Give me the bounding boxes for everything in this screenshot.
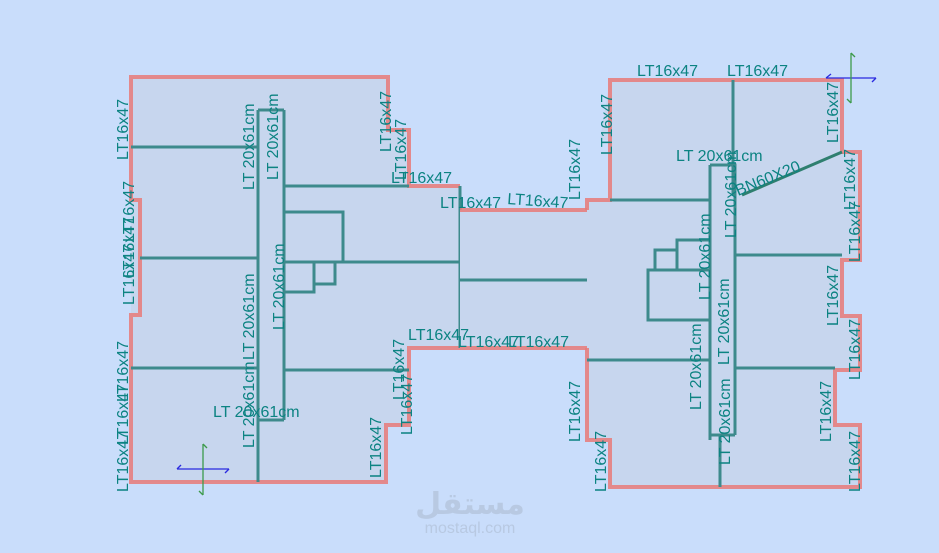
right-wing-inner-beams [587, 80, 843, 487]
watermark: مستقل mostaql.com [408, 490, 532, 538]
label-right-inner-4: LT 20x61cm [688, 323, 705, 410]
label-inner-5: LT 20x61cm [271, 243, 288, 330]
label-right-edge-10: LT16x47 [567, 381, 584, 442]
label-left-step-3: LT16x47 [391, 339, 408, 400]
label-left-h-3: LT 20x61cm [213, 404, 300, 421]
label-core-4: LT16x47 [508, 334, 569, 351]
right-wing-edge-beam [585, 78, 862, 489]
label-right-edge-5: LT16x47 [847, 201, 864, 262]
label-core-3: LT16x47 [458, 334, 519, 351]
label-left-edge-4: LT16x47 [115, 341, 132, 402]
label-left-edge-5: LT16x47 [115, 384, 132, 445]
label-right-inner-1: LT 20x61cm [723, 151, 740, 238]
label-left-step-5: LT16x47 [368, 417, 385, 478]
label-right-inner-2: LT 20x61cm [697, 213, 714, 300]
label-right-inner-3: LT 20x61cm [716, 278, 733, 365]
label-left-edge-2: LT16x47 [121, 181, 138, 242]
label-right-h-3: LT 20x61cm [676, 148, 763, 165]
left-wing [129, 75, 462, 484]
label-left-step-2: LT16x47 [393, 119, 410, 180]
beam-labels: LT16x47 LT16x47 LT16x47 LT16x47 LT16x47 … [115, 63, 864, 492]
watermark-latin: mostaql.com [424, 520, 516, 537]
label-inner-4: LT 20x61cm [241, 361, 258, 448]
label-right-edge-2: LT16x47 [567, 139, 584, 200]
label-left-edge-6: LT16x47 [115, 431, 132, 492]
label-left-step-1: LT16x47 [378, 91, 395, 152]
label-core-1: LT16x47 [440, 195, 501, 212]
inclined-beam [741, 150, 843, 197]
label-left-step-4: LT16x47 [399, 374, 416, 435]
right-wing-slab [587, 80, 860, 487]
label-right-edge-3: LT16x47 [825, 82, 842, 143]
label-right-edge-6: LT16x47 [825, 265, 842, 326]
label-inner-2: LT 20x61cm [265, 93, 282, 180]
label-right-edge-11: LT16x47 [593, 431, 610, 492]
label-right-edge-9: LT16x47 [847, 431, 864, 492]
label-right-h-2: LT16x47 [727, 63, 788, 80]
label-right-edge-7: LT16x47 [847, 319, 864, 380]
label-inner-1: LT 20x61cm [241, 103, 258, 190]
label-left-h-2: LT16x47 [408, 327, 469, 344]
label-left-edge-3: LT16x47 [121, 244, 138, 305]
label-right-h-1: LT16x47 [637, 63, 698, 80]
right-wing [585, 78, 862, 489]
label-right-edge-1: LT16x47 [599, 94, 616, 155]
label-core-2: LT16x47 [507, 191, 569, 212]
left-wing-slab [131, 77, 460, 482]
ucs-axis-bottom-left [176, 443, 230, 496]
label-left-edge-1: LT16x47 [115, 99, 132, 160]
label-right-edge-4: LT16x47 [842, 149, 859, 210]
core-slab [460, 200, 587, 348]
label-right-inner-5: LT 20x61cm [717, 378, 734, 465]
label-inner-3: LT 20x61cm [241, 273, 258, 360]
ucs-axis-top-right [825, 52, 877, 104]
label-right-edge-8: LT16x47 [818, 381, 835, 442]
label-left-h-1: LT16x47 [391, 170, 452, 187]
label-left-edge-7: LT16x47 [121, 217, 138, 278]
watermark-arabic: مستقل [415, 487, 525, 522]
